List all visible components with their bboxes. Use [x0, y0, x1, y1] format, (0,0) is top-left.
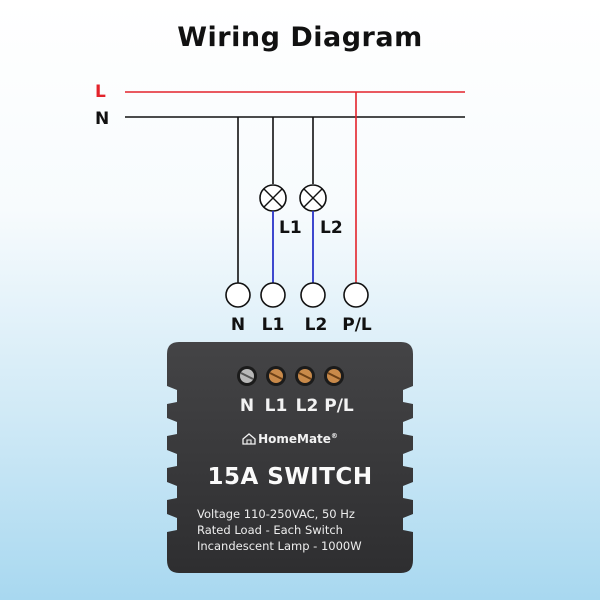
neutral-line-label: N	[95, 109, 109, 129]
screw-terminal-n-icon[interactable]	[237, 366, 257, 386]
diagram-title: Wiring Diagram	[177, 22, 423, 53]
spec-voltage: Voltage 110-250VAC, 50 Hz	[197, 507, 355, 521]
brand-logo: HomeMate®	[165, 432, 415, 446]
lamp-l2-label: L2	[320, 218, 343, 238]
terminal-l2-circle	[300, 282, 326, 308]
spec-rated-load: Rated Load - Each Switch	[197, 523, 343, 537]
live-line-label: L	[95, 82, 106, 102]
screw-terminal-l1-icon[interactable]	[266, 366, 286, 386]
module-label-pl: P/L	[324, 396, 354, 416]
module-label-l1: L1	[264, 396, 288, 416]
terminal-n-circle	[225, 282, 251, 308]
lamp-l1-icon	[259, 184, 287, 212]
brand-registered-mark: ®	[330, 432, 338, 440]
terminal-label-n: N	[231, 315, 245, 335]
screw-terminal-pl-icon[interactable]	[324, 366, 344, 386]
terminal-l1-circle	[260, 282, 286, 308]
brand-name: HomeMate	[258, 432, 331, 446]
terminal-label-l2: L2	[305, 315, 328, 335]
spec-lamp-load: Incandescent Lamp - 1000W	[197, 539, 362, 553]
switch-module-body	[167, 342, 413, 573]
home-icon	[242, 433, 256, 445]
terminal-label-l1: L1	[262, 315, 285, 335]
rating-label: 15A SWITCH	[207, 464, 373, 490]
lamp-l2-icon	[299, 184, 327, 212]
module-label-n: N	[239, 396, 255, 416]
module-label-l2: L2	[295, 396, 319, 416]
lamp-l1-label: L1	[279, 218, 302, 238]
terminal-label-pl: P/L	[342, 315, 372, 335]
switch-module: N L1 L2 P/L HomeMate® 15A SWITCH Voltage…	[165, 340, 415, 575]
screw-terminal-l2-icon[interactable]	[295, 366, 315, 386]
terminal-pl-circle	[343, 282, 369, 308]
spec-block: Voltage 110-250VAC, 50 Hz Rated Load - E…	[197, 506, 362, 554]
